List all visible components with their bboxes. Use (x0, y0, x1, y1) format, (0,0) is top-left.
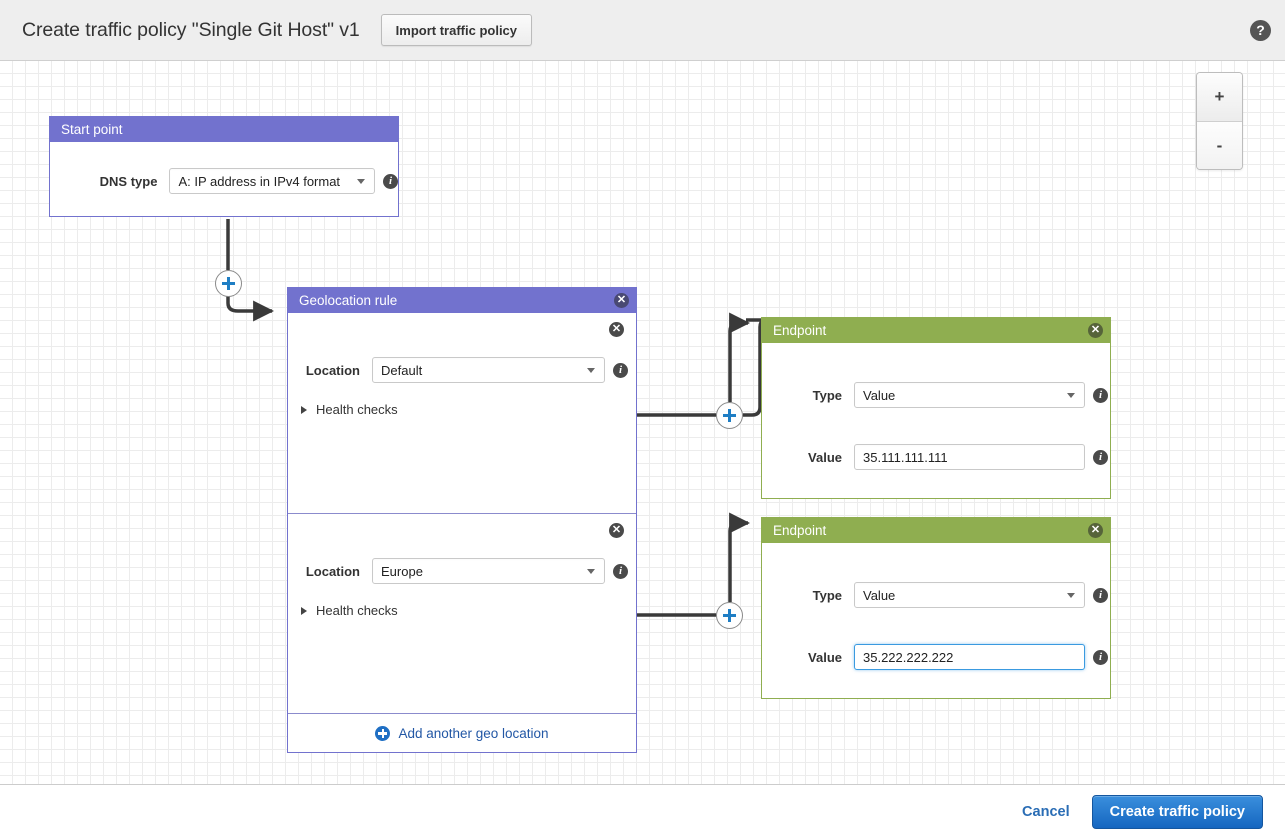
endpoint-value-row: Value 35.222.222.222 i (762, 644, 1110, 670)
location-value: Default (381, 362, 423, 378)
geo-location-section: ✕ Location Default i Health checks (288, 313, 636, 513)
add-geo-location-button[interactable]: Add another geo location (288, 713, 636, 752)
location-label: Location (305, 563, 360, 579)
start-point-node: Start point DNS type A: IP address in IP… (49, 116, 399, 217)
location-row: Location Europe i (288, 558, 636, 584)
endpoint-type-select[interactable]: Value (854, 582, 1085, 608)
endpoint-body: Type Value i Value 35.222.222.222 i (761, 543, 1111, 699)
geolocation-rule-body: ✕ Location Default i Health checks (287, 313, 637, 753)
plus-circle-icon (375, 725, 391, 741)
endpoint-type-row: Type Value i (762, 382, 1110, 408)
endpoint-value-row: Value 35.111.111.111 i (762, 444, 1110, 470)
action-bar: Cancel Create traffic policy (0, 786, 1285, 838)
dns-type-label: DNS type (99, 173, 158, 189)
endpoint-body: Type Value i Value 35.111.111.111 i (761, 343, 1111, 499)
location-row: Location Default i (288, 357, 636, 383)
chevron-down-icon (1067, 393, 1075, 398)
close-endpoint-icon[interactable]: ✕ (1088, 522, 1103, 538)
triangle-right-icon (301, 405, 307, 414)
location-label: Location (305, 362, 360, 378)
endpoint-value-info-icon[interactable]: i (1093, 449, 1108, 465)
endpoint-type-label: Type (812, 587, 842, 603)
add-geo-location-label: Add another geo location (398, 725, 549, 741)
geolocation-rule-title: Geolocation rule (299, 292, 398, 308)
add-node-button-endpoint-2[interactable] (716, 602, 743, 629)
help-icon[interactable]: ? (1250, 20, 1271, 41)
chevron-down-icon (587, 569, 595, 574)
remove-geo-location-icon[interactable]: ✕ (609, 322, 624, 337)
health-checks-label: Health checks (316, 603, 398, 618)
endpoint-type-info-icon[interactable]: i (1093, 587, 1108, 603)
location-select[interactable]: Europe (372, 558, 605, 584)
start-point-header: Start point (49, 116, 399, 142)
start-point-title: Start point (61, 121, 123, 137)
endpoint-title: Endpoint (773, 522, 827, 538)
add-node-button-endpoint-1[interactable] (716, 402, 743, 429)
location-value: Europe (381, 563, 423, 579)
dns-type-row: DNS type A: IP address in IPv4 format i (50, 168, 398, 194)
endpoint-value-text: 35.111.111.111 (863, 449, 948, 465)
dns-type-info-icon[interactable]: i (383, 173, 398, 189)
geo-location-section: ✕ Location Europe i Health checks (288, 513, 636, 713)
add-node-button-start[interactable] (215, 270, 242, 297)
start-point-body: DNS type A: IP address in IPv4 format i (49, 142, 399, 217)
policy-canvas[interactable]: + - (0, 61, 1285, 785)
endpoint-header: Endpoint ✕ (761, 317, 1111, 343)
triangle-right-icon (301, 606, 307, 615)
location-select[interactable]: Default (372, 357, 605, 383)
page-title: Create traffic policy "Single Git Host" … (22, 18, 360, 41)
endpoint-node-2: Endpoint ✕ Type Value i Value 35.222.222… (761, 517, 1111, 699)
health-checks-toggle[interactable]: Health checks (301, 402, 398, 417)
endpoint-type-value: Value (863, 587, 896, 603)
zoom-in-button[interactable]: + (1197, 73, 1242, 121)
endpoint-header: Endpoint ✕ (761, 517, 1111, 543)
endpoint-title: Endpoint (773, 322, 827, 338)
cancel-button[interactable]: Cancel (1022, 804, 1070, 820)
close-rule-icon[interactable]: ✕ (614, 292, 629, 308)
location-info-icon[interactable]: i (613, 563, 628, 579)
import-traffic-policy-button[interactable]: Import traffic policy (380, 14, 533, 46)
geolocation-rule-header: Geolocation rule ✕ (287, 287, 637, 313)
endpoint-type-select[interactable]: Value (854, 382, 1085, 408)
chevron-down-icon (357, 179, 365, 184)
chevron-down-icon (1067, 593, 1075, 598)
endpoint-value-input[interactable]: 35.222.222.222 (854, 644, 1085, 670)
endpoint-node-1: Endpoint ✕ Type Value i Value 35.111.111… (761, 317, 1111, 499)
chevron-down-icon (587, 368, 595, 373)
top-bar: Create traffic policy "Single Git Host" … (0, 0, 1285, 61)
remove-geo-location-icon[interactable]: ✕ (609, 523, 624, 538)
connector-wires (226, 219, 769, 617)
zoom-controls: + - (1196, 72, 1243, 170)
endpoint-value-text: 35.222.222.222 (863, 649, 954, 665)
location-info-icon[interactable]: i (613, 362, 628, 378)
geolocation-rule-node: Geolocation rule ✕ ✕ Location Default i (287, 287, 637, 753)
endpoint-value-info-icon[interactable]: i (1093, 649, 1108, 665)
endpoint-type-row: Type Value i (762, 582, 1110, 608)
dns-type-select[interactable]: A: IP address in IPv4 format (169, 168, 375, 194)
zoom-out-button[interactable]: - (1197, 121, 1242, 169)
endpoint-value-label: Value (808, 449, 842, 465)
health-checks-label: Health checks (316, 402, 398, 417)
endpoint-type-value: Value (863, 387, 896, 403)
create-traffic-policy-button[interactable]: Create traffic policy (1091, 795, 1263, 829)
endpoint-value-label: Value (808, 649, 842, 665)
endpoint-value-input[interactable]: 35.111.111.111 (854, 444, 1085, 470)
dns-type-value: A: IP address in IPv4 format (178, 173, 341, 189)
endpoint-type-label: Type (812, 387, 842, 403)
endpoint-type-info-icon[interactable]: i (1093, 387, 1108, 403)
health-checks-toggle[interactable]: Health checks (301, 603, 398, 618)
close-endpoint-icon[interactable]: ✕ (1088, 322, 1103, 338)
